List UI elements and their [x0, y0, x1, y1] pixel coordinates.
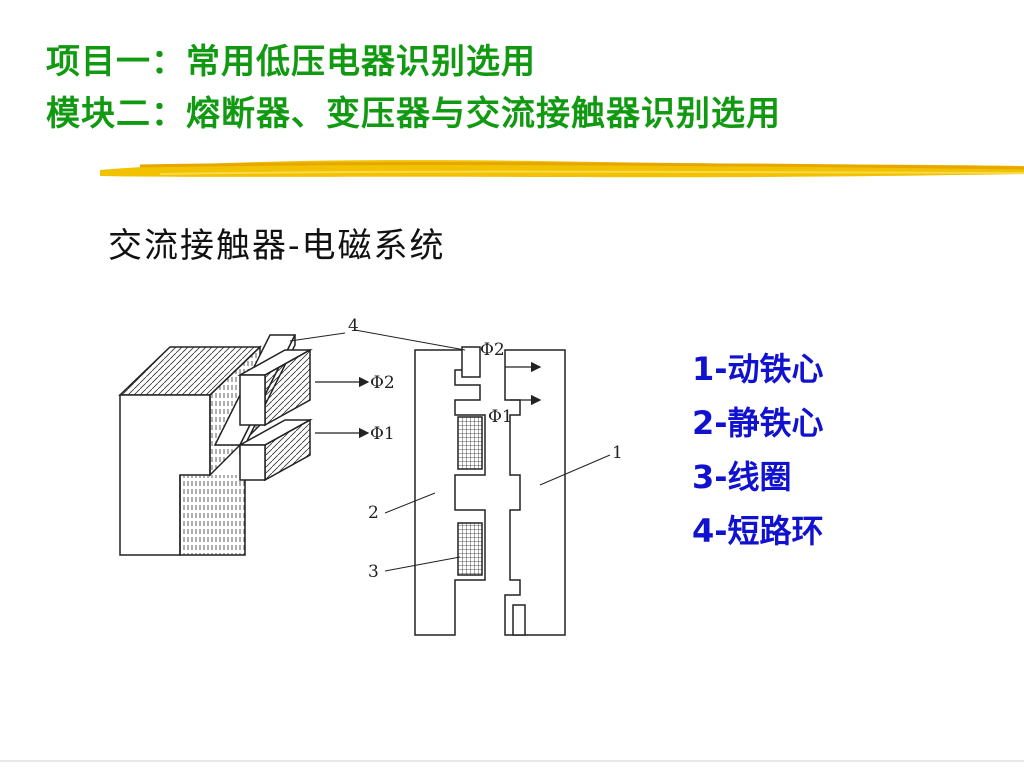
label-phi2: Φ2	[370, 373, 395, 393]
label-phi1: Φ1	[370, 424, 395, 444]
bottom-divider	[0, 760, 1024, 762]
section-subtitle: 交流接触器-电磁系统	[108, 226, 446, 266]
legend-item-2: 2-静铁心	[692, 404, 824, 442]
core-3d-view	[118, 334, 313, 556]
label-phi2-section: Φ2	[480, 340, 505, 360]
label-4: 4	[348, 316, 359, 336]
legend-item-1: 1-动铁心	[692, 350, 824, 388]
label-2: 2	[368, 503, 379, 523]
core-section-view	[414, 346, 566, 636]
title-underline-brush	[100, 160, 1024, 178]
label-phi1-section: Φ1	[488, 407, 513, 427]
label-3: 3	[368, 562, 379, 582]
diagram-legend: 1-动铁心 2-静铁心 3-线圈 4-短路环	[692, 342, 824, 558]
legend-item-4: 4-短路环	[692, 512, 824, 550]
legend-item-3: 3-线圈	[692, 458, 792, 496]
title-line-1: 项目一：常用低压电器识别选用	[46, 42, 536, 82]
electromagnetic-system-diagram: Φ2 Φ1 Φ2 Φ1 4 2 3 1	[118, 316, 623, 636]
title-line-2: 模块二：熔断器、变压器与交流接触器识别选用	[46, 94, 781, 134]
slide-title: 项目一：常用低压电器识别选用 模块二：熔断器、变压器与交流接触器识别选用	[46, 36, 781, 140]
label-1: 1	[612, 443, 623, 463]
